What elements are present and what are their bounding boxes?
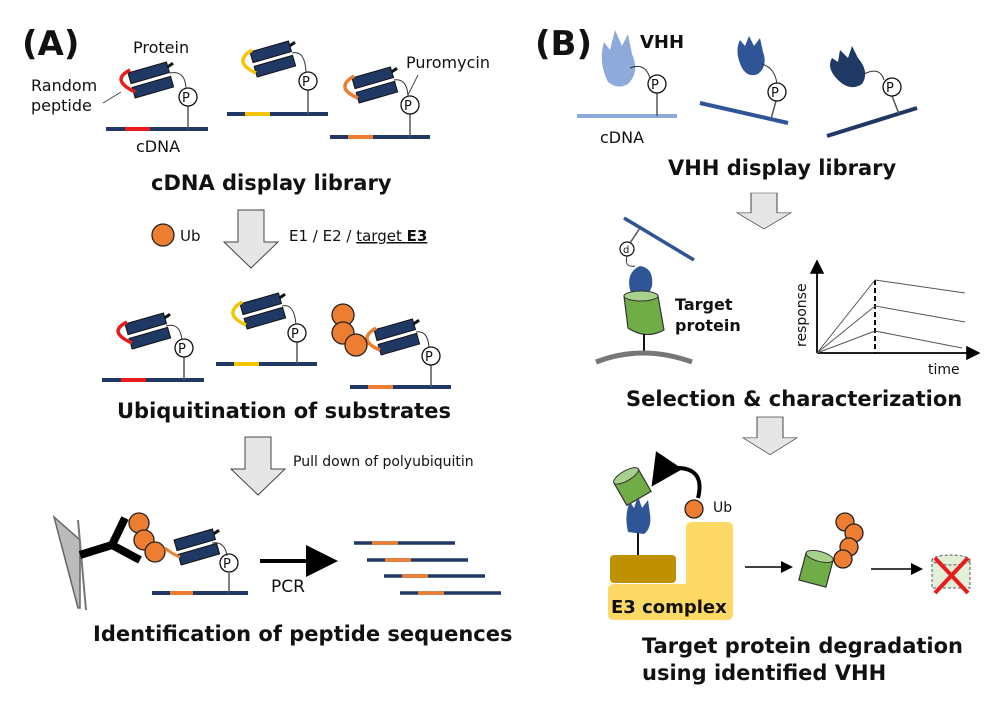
- cdna-label: cDNA: [600, 128, 644, 147]
- vhh-display-construct-mid: P: [699, 36, 789, 125]
- ub-label: Ub: [713, 500, 732, 516]
- panel-b-label: (B): [535, 24, 592, 64]
- pointer-line: [407, 74, 419, 96]
- target-protein-label-2: protein: [675, 316, 741, 335]
- plot-x-label: time: [928, 362, 960, 378]
- pulldown-label: Pull down of polyubiquitin: [293, 454, 474, 470]
- sensorgram-curve-low: [816, 330, 963, 354]
- process-arrow: [230, 436, 286, 496]
- plot-y-label: response: [794, 283, 810, 347]
- ubiquitin-icon: [684, 499, 704, 519]
- ub-transfer-arrow: [651, 451, 702, 499]
- process-arrow: [223, 209, 279, 269]
- step-title-vhh-display-library: VHH display library: [668, 156, 897, 180]
- step-title-degradation: Target protein degradation: [642, 634, 963, 658]
- step-title-cdna-display-library: cDNA display library: [151, 171, 392, 195]
- process-arrow: [742, 416, 798, 456]
- vhh-label: VHH: [640, 32, 684, 53]
- puromycin-p-icon: P: [178, 342, 186, 357]
- protein-label: Protein: [133, 38, 189, 57]
- puromycin-p-icon: P: [404, 99, 412, 114]
- antibody-pulldown: P: [52, 512, 248, 611]
- ubiquitination-construct-yellow: P: [216, 289, 317, 366]
- vhh-display-construct-dark: P: [826, 46, 918, 138]
- step-title-identification: Identification of peptide sequences: [93, 622, 513, 646]
- puromycin-label: Puromycin: [406, 53, 490, 72]
- svg-text:d: d: [623, 245, 629, 256]
- pcr-label: PCR: [271, 577, 305, 597]
- ubiquitination-construct-red: P: [102, 309, 204, 382]
- random-peptide-label-2: peptide: [31, 96, 92, 115]
- vhh-target-binding: d: [595, 216, 695, 365]
- enzymes-label: E1 / E2 / target E3: [289, 227, 427, 245]
- sensorgram-plot: response time: [794, 259, 981, 378]
- e3-complex-label: E3 complex: [611, 597, 727, 618]
- puromycin-p-icon: P: [291, 327, 299, 342]
- target-protein-label: Target: [675, 295, 733, 314]
- cdna-label: cDNA: [136, 137, 180, 156]
- panel-a-label: (A): [22, 24, 79, 64]
- cdna-display-construct-red: P: [106, 58, 208, 131]
- ubiquitin-icon: [151, 223, 175, 247]
- sensorgram-curve-high: [816, 279, 966, 354]
- random-peptide-label: Random: [31, 76, 97, 95]
- puromycin-p-icon: P: [182, 91, 190, 106]
- degraded-protein-icon: [931, 554, 971, 595]
- e3-complex: [608, 451, 733, 620]
- process-arrow: [736, 192, 792, 230]
- cdna-display-construct-yellow: P: [227, 37, 328, 116]
- amplified-dna-fragments: [354, 541, 501, 595]
- vhh-display-construct-light: P: [577, 30, 677, 118]
- step-title-selection: Selection & characterization: [626, 387, 962, 411]
- puromycin-p-icon: P: [223, 557, 231, 572]
- cdna-display-construct-orange: P: [330, 63, 430, 139]
- pointer-line: [102, 91, 122, 104]
- ubiquitination-construct-orange-polyub: P: [331, 303, 451, 389]
- polyubiquitinated-target: [798, 512, 864, 588]
- sensorgram-curve-mid: [816, 305, 966, 354]
- step-title-ubiquitination: Ubiquitination of substrates: [117, 399, 451, 423]
- puromycin-p-icon: P: [886, 81, 894, 96]
- puromycin-p-icon: P: [425, 350, 433, 365]
- puromycin-p-icon: P: [771, 86, 779, 101]
- step-title-degradation-2: using identified VHH: [642, 661, 886, 685]
- puromycin-p-icon: P: [302, 75, 310, 90]
- puromycin-p-icon: P: [651, 78, 659, 93]
- ub-label: Ub: [180, 227, 201, 245]
